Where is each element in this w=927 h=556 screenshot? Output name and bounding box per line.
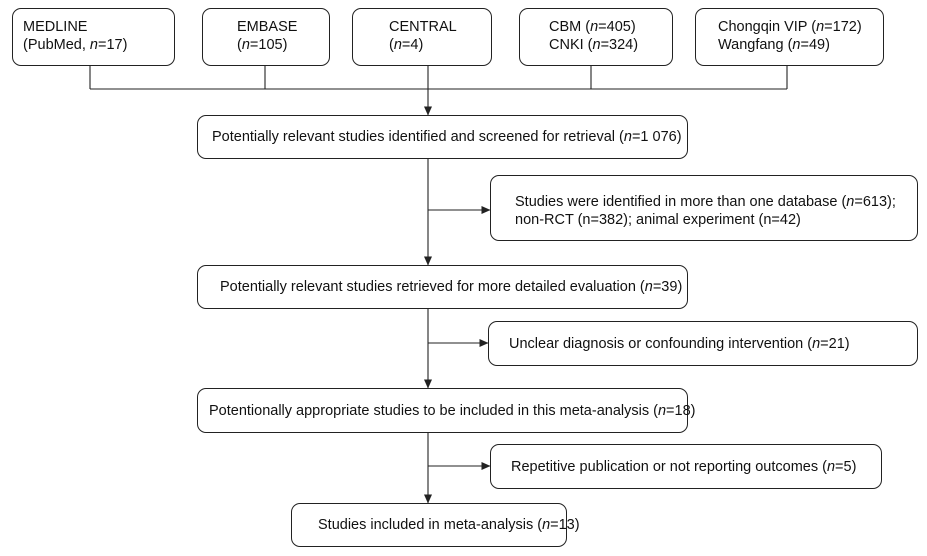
exclusion-repetitive-box: Repetitive publication or not reporting … <box>490 444 882 489</box>
exclusion-unclear-box: Unclear diagnosis or confounding interve… <box>488 321 918 366</box>
source-line: MEDLINE <box>23 19 88 35</box>
source-line: Wangfang (n=49) <box>718 37 830 53</box>
source-line: Chongqin VIP (n=172) <box>718 19 862 35</box>
exclusion-text: Studies were identified in more than one… <box>515 194 896 210</box>
step-text: Potentially relevant studies retrieved f… <box>220 279 683 295</box>
step-text: Potentionally appropriate studies to be … <box>209 402 696 419</box>
source-line: CNKI (n=324) <box>549 37 639 53</box>
source-embase-box: EMBASE (n=105) <box>202 8 330 66</box>
source-vip-wangfang-box: Chongqin VIP (n=172) Wangfang (n=49) <box>695 8 884 66</box>
source-line: EMBASE <box>237 19 298 35</box>
source-line: (n=105) <box>237 37 288 53</box>
exclusion-text: Repetitive publication or not reporting … <box>511 458 857 475</box>
exclusion-duplicates-box: Studies were identified in more than one… <box>490 175 918 241</box>
source-line: (n=4) <box>389 37 424 53</box>
exclusion-text: non-RCT (n=382); animal experiment (n=42… <box>515 212 801 228</box>
step-retrieved-box: Potentially relevant studies retrieved f… <box>197 265 688 309</box>
source-line: CBM (n=405) <box>549 19 636 35</box>
source-line: (PubMed, n=17) <box>23 37 128 53</box>
step-included-box: Studies included in meta-analysis (n=13) <box>291 503 580 547</box>
source-line: CENTRAL <box>389 19 457 35</box>
step-identified-box: Potentially relevant studies identified … <box>197 115 688 159</box>
source-cbm-cnki-box: CBM (n=405) CNKI (n=324) <box>519 8 673 66</box>
source-medline-box: MEDLINE (PubMed, n=17) <box>12 8 175 66</box>
step-text: Potentially relevant studies identified … <box>212 129 682 145</box>
exclusion-text: Unclear diagnosis or confounding interve… <box>509 335 850 352</box>
step-appropriate-box: Potentionally appropriate studies to be … <box>197 388 695 433</box>
source-central-box: CENTRAL (n=4) <box>352 8 492 66</box>
step-text: Studies included in meta-analysis (n=13) <box>318 517 580 533</box>
